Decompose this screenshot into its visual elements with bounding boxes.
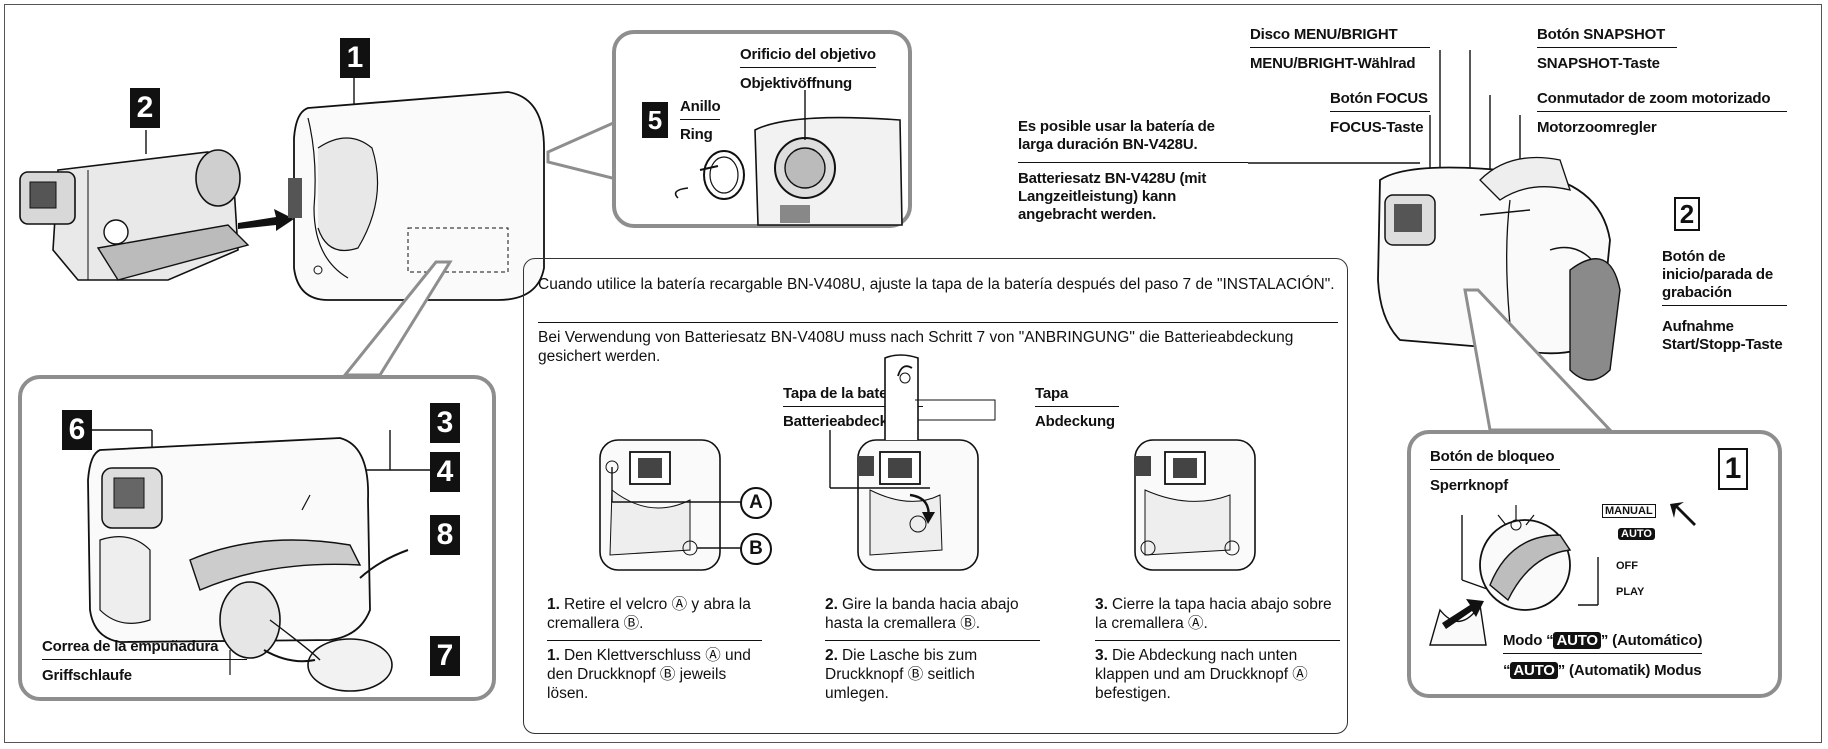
instruction-paragraph-es: Cuando utilice la batería recargable BN-… xyxy=(538,276,1335,293)
lock-button-label-de: Sperrknopf xyxy=(1430,477,1509,494)
callout-number-7: 7 xyxy=(430,636,460,676)
lock-button-label-es: Botón de bloqueo xyxy=(1430,448,1560,470)
step-3-divider xyxy=(1095,640,1340,641)
callout-number-6: 6 xyxy=(62,410,92,450)
play-mode-label: PLAY xyxy=(1616,586,1645,598)
manual-arrow-icon xyxy=(1670,502,1696,526)
power-switch-illustration xyxy=(1429,505,1599,646)
battery-cover-label-es: Tapa de la batería xyxy=(783,385,923,407)
ring-label-de: Ring xyxy=(680,126,713,143)
long-battery-note-de: Batteriesatz BN-V428U (mit Langzeitleist… xyxy=(1018,170,1207,223)
callout-number-1: 1 xyxy=(340,38,370,78)
lens-opening-label-es: Orificio del objetivo xyxy=(740,46,876,68)
step-1-divider xyxy=(547,640,762,641)
record-button-label-es: Botón de inicio/parada de grabación xyxy=(1662,248,1787,306)
step-1-es: 1.Retire el velcro Ⓐ y abra la cremaller… xyxy=(547,596,751,632)
step-2-divider xyxy=(825,640,1040,641)
record-button-label-de: Aufnahme Start/Stopp-Taste xyxy=(1662,318,1783,353)
cover-label-de: Abdeckung xyxy=(1035,413,1115,430)
marker-b: B xyxy=(740,533,772,565)
page-frame xyxy=(4,4,1822,743)
focus-label-es: Botón FOCUS xyxy=(1330,90,1430,112)
step-2-es: 2.Gire la banda hacia abajo hasta la cre… xyxy=(825,596,1019,632)
battery-cover-label-de: Batterieabdeckung xyxy=(783,413,915,430)
step-3-de: 3.Die Abdeckung nach unten klappen und a… xyxy=(1095,647,1308,702)
battery-note-rule xyxy=(1018,162,1248,163)
auto-mode-caption-de: “AUTO” (Automatik) Modus xyxy=(1503,662,1702,679)
step-3-es: 3.Cierre la tapa hacia abajo sobre la cr… xyxy=(1095,596,1332,632)
right-camcorder-illustration xyxy=(1377,50,1621,401)
carry-case-illustration xyxy=(288,78,545,301)
auto-mode-label: AUTO xyxy=(1618,528,1655,540)
menu-dial-label-de: MENU/BRIGHT-Wählrad xyxy=(1250,55,1416,72)
marker-a: A xyxy=(740,487,772,519)
cover-label-es: Tapa xyxy=(1035,385,1119,407)
zoom-label-de: Motorzoomregler xyxy=(1537,119,1657,136)
battery-cover-step-illustrations xyxy=(599,354,1256,571)
callout-number-4: 4 xyxy=(430,452,460,492)
snapshot-label-de: SNAPSHOT-Taste xyxy=(1537,55,1660,72)
strap-illustration xyxy=(87,429,430,692)
lens-illustration xyxy=(674,90,903,226)
callout-number-5: 5 xyxy=(642,102,668,138)
auto-badge: AUTO xyxy=(1553,632,1601,649)
insert-arrow xyxy=(238,209,294,231)
menu-dial-label-es: Disco MENU/BRIGHT xyxy=(1250,26,1430,48)
battery-note-leader xyxy=(1248,162,1420,164)
focus-label-de: FOCUS-Taste xyxy=(1330,119,1424,136)
zoom-label-es: Conmutador de zoom motorizado xyxy=(1537,90,1787,112)
manual-mode-label: MANUAL xyxy=(1602,504,1656,518)
callout-number-2-right: 2 xyxy=(1674,197,1700,231)
callout-number-8: 8 xyxy=(430,515,460,555)
battery-cover-instructions-box xyxy=(523,258,1348,734)
step-2-de: 2.Die Lasche bis zum Druckknopf Ⓑ seitli… xyxy=(825,647,978,702)
snapshot-label-es: Botón SNAPSHOT xyxy=(1537,26,1677,48)
auto-badge: AUTO xyxy=(1510,662,1558,679)
ring-label-es: Anillo xyxy=(680,98,721,120)
callout-number-1-right: 1 xyxy=(1718,448,1748,490)
camcorder-illustration xyxy=(19,130,250,281)
long-battery-note-es: Es posible usar la batería de larga dura… xyxy=(1018,118,1215,153)
callout-number-2: 2 xyxy=(130,88,160,128)
instruction-paragraph-de: Bei Verwendung von Batteriesatz BN-V408U… xyxy=(538,329,1294,365)
step-1-de: 1.Den Klettverschluss Ⓐ und den Druckkno… xyxy=(547,647,751,702)
off-mode-label: OFF xyxy=(1616,560,1638,572)
auto-mode-caption-es: Modo “AUTO” (Automático) xyxy=(1503,632,1702,654)
instruction-divider xyxy=(538,322,1338,323)
callout-number-3: 3 xyxy=(430,403,460,443)
lens-opening-label-de: Objektivöffnung xyxy=(740,75,852,92)
strap-label-es: Correa de la empuñadura xyxy=(42,638,247,660)
strap-label-de: Griffschlaufe xyxy=(42,667,132,684)
